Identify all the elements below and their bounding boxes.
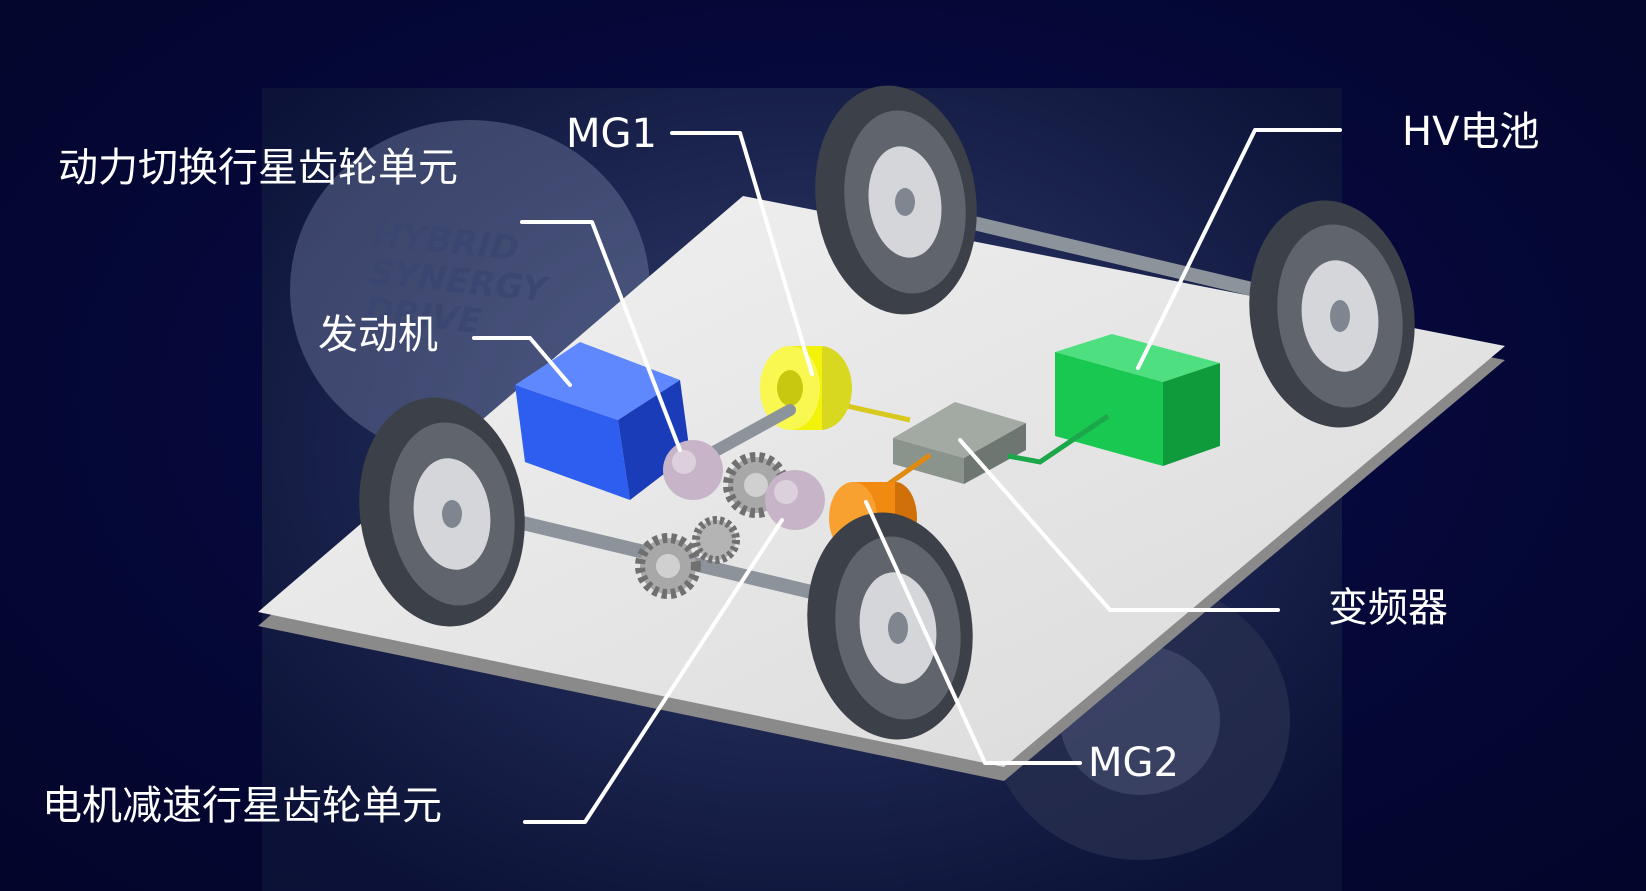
power-split-gear-unit xyxy=(663,440,723,500)
label-mg1: MG1 xyxy=(566,111,657,157)
engine-block xyxy=(515,342,690,500)
rear-right-wheel xyxy=(1249,200,1415,428)
label-motor-reduction-unit: 电机减速行星齿轮单元 xyxy=(42,783,442,829)
rear-left-wheel xyxy=(815,85,977,315)
label-mg2: MG2 xyxy=(1088,740,1179,786)
leader-line-mg1 xyxy=(670,131,814,376)
leader-line-inverter xyxy=(958,438,1280,612)
motor-reduction-gear-unit xyxy=(765,470,825,530)
leader-line-motor-reduction xyxy=(523,518,784,824)
inverter-box xyxy=(893,402,1026,484)
label-engine: 发动机 xyxy=(318,312,438,358)
front-right-wheel xyxy=(807,512,973,740)
label-inverter: 变频器 xyxy=(1328,585,1448,631)
leader-lines xyxy=(472,128,1342,824)
hv-battery-box xyxy=(1055,334,1220,466)
leader-line-hv-battery xyxy=(1136,128,1342,370)
leader-line-mg2 xyxy=(864,500,1082,765)
front-left-wheel xyxy=(359,397,525,627)
leader-line-engine xyxy=(472,336,572,387)
leader-line-power-split xyxy=(520,220,682,452)
label-hv-battery: HV电池 xyxy=(1402,109,1540,155)
label-power-split-unit: 动力切换行星齿轮单元 xyxy=(58,145,458,191)
